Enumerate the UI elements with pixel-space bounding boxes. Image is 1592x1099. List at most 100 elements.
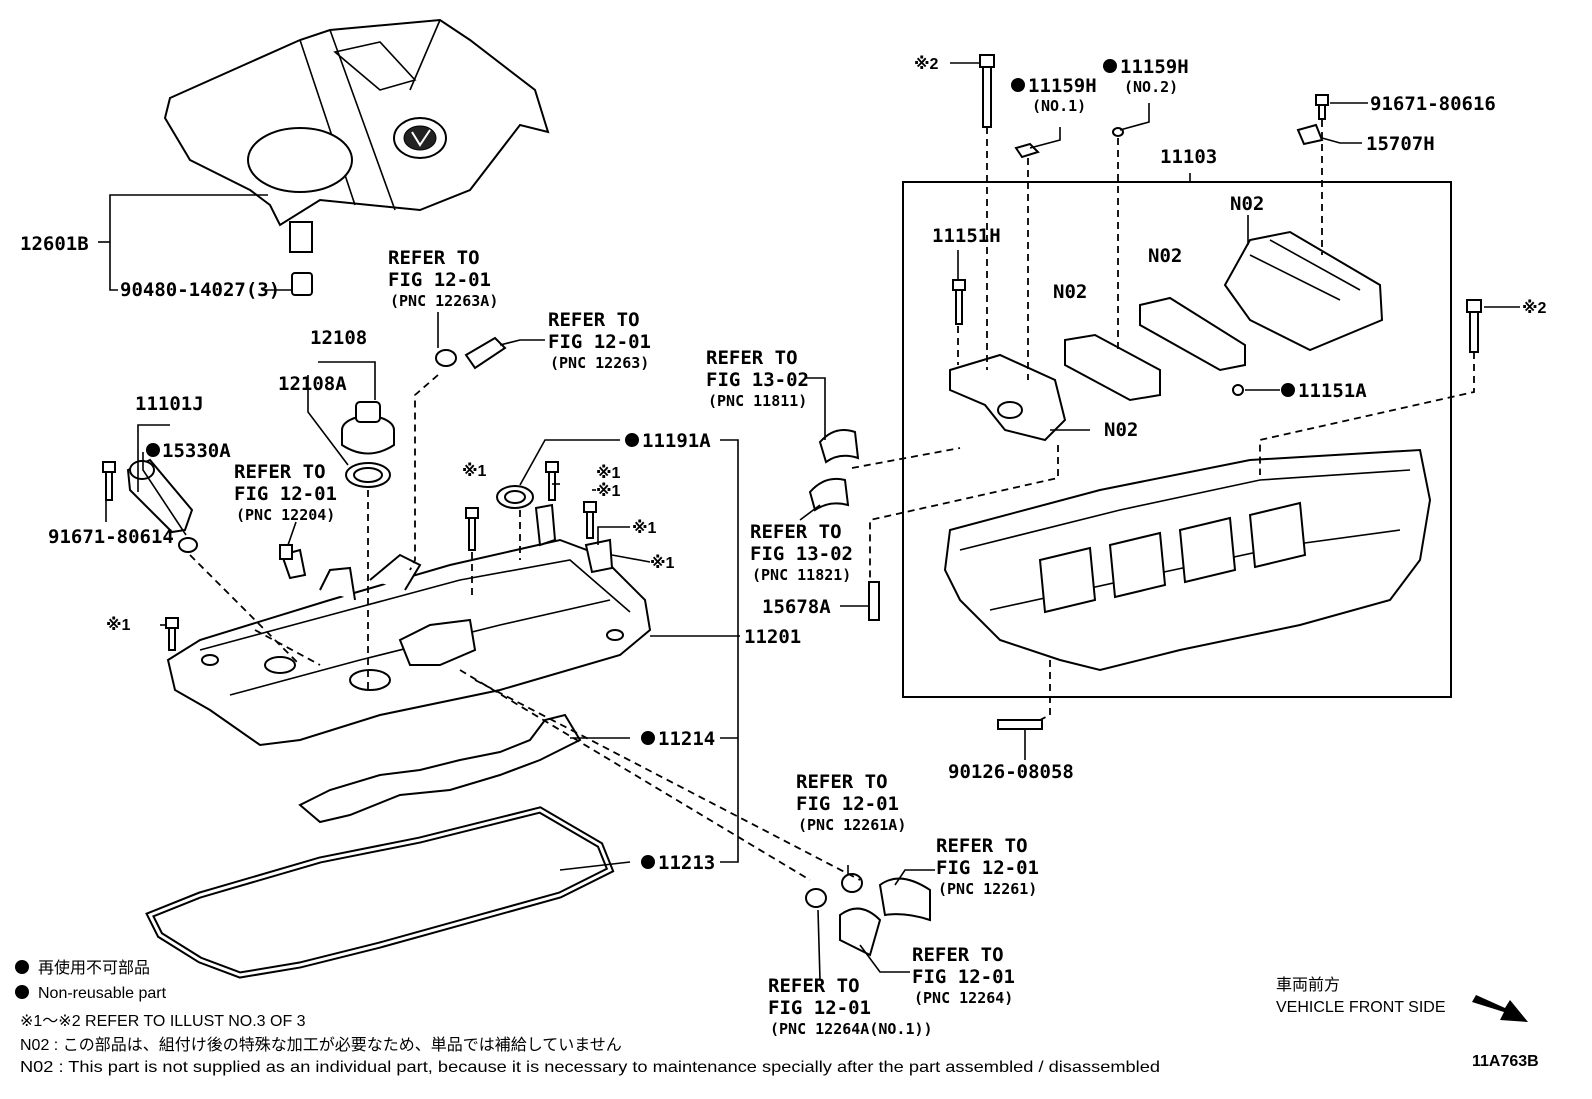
- front-en: VEHICLE FRONT SIDE: [1276, 999, 1446, 1016]
- svg-text:(PNC 12263A): (PNC 12263A): [390, 292, 498, 310]
- cam-bearing-cap-4[interactable]: [1223, 230, 1384, 352]
- head-cover-gasket-outer[interactable]: [145, 806, 615, 979]
- legend: 再使用不可部品 Non-reusable part ※1～※2 REFER TO…: [15, 959, 1160, 1076]
- svg-text:REFER TO: REFER TO: [750, 521, 842, 543]
- illustration-id: 11A763B: [1472, 1053, 1539, 1070]
- label-pin-b: 11159H: [1120, 56, 1189, 78]
- cam-bearing-cap-3[interactable]: [1139, 296, 1246, 372]
- svg-text:(PNC 12264): (PNC 12264): [914, 989, 1013, 1007]
- stud-bottom[interactable]: [997, 719, 1043, 730]
- head-cover-bolts[interactable]: [165, 461, 597, 651]
- label-bracket: 15707H: [1366, 133, 1435, 155]
- refer-11811: REFER TO FIG 13-02 (PNC 11811): [706, 347, 809, 410]
- label-pin-b-sub: (NO.2): [1124, 78, 1178, 96]
- long-bolt-right[interactable]: [1466, 299, 1482, 353]
- mark-1-f: ※1: [106, 616, 131, 634]
- mark-1-d: ※1: [632, 519, 657, 537]
- mark-2-b: ※2: [1522, 299, 1547, 317]
- cam-bearing-upper[interactable]: [818, 429, 860, 464]
- legend-nonreusable-jp: 再使用不可部品: [38, 959, 150, 977]
- svg-text:FIG 13-02: FIG 13-02: [706, 369, 809, 391]
- svg-text:REFER TO: REFER TO: [388, 247, 480, 269]
- mark-1-c: ※1: [596, 482, 621, 500]
- ocv-bolt[interactable]: [102, 461, 116, 501]
- vehicle-front-indicator: 車両前方 VEHICLE FRONT SIDE: [1276, 976, 1528, 1022]
- cylinder-head-cover[interactable]: [166, 538, 652, 747]
- oil-filler-cap[interactable]: [341, 401, 395, 455]
- label-cam-bearing: 11151H: [932, 225, 1001, 247]
- grommet[interactable]: [291, 272, 313, 296]
- cam-sensors[interactable]: [534, 503, 614, 574]
- cam-bolt[interactable]: [952, 279, 966, 325]
- label-oring: 15330A: [162, 440, 231, 462]
- refer-12261a: REFER TO FIG 12-01 (PNC 12261A): [796, 771, 906, 834]
- label-pin-a: 11159H: [1028, 75, 1097, 97]
- dowel-pin[interactable]: [1232, 384, 1244, 396]
- hose-clamp-top[interactable]: [435, 336, 507, 370]
- svg-text:FIG 12-01: FIG 12-01: [796, 793, 899, 815]
- svg-text:REFER TO: REFER TO: [796, 771, 888, 793]
- svg-text:FIG 12-01: FIG 12-01: [912, 966, 1015, 988]
- legend-n02-jp: N02 : この部品は、組付け後の特殊な加工が必要なため、単品では補給していませ…: [20, 1036, 622, 1054]
- cam-bearing-cap-1[interactable]: [949, 353, 1067, 442]
- label-gasket-outer: 11213: [658, 852, 715, 874]
- bolt-top-right[interactable]: [1315, 94, 1329, 120]
- label-n02-c: N02: [1053, 281, 1087, 303]
- hose-clamp-bottom[interactable]: [805, 873, 931, 957]
- assembly-dashed-lines: [189, 120, 1475, 881]
- svg-text:FIG 12-01: FIG 12-01: [768, 997, 871, 1019]
- refer-12264a: REFER TO FIG 12-01 (PNC 12264A(NO.1)): [768, 975, 933, 1038]
- oil-filler-cap-gasket[interactable]: [345, 462, 391, 488]
- spark-plug-tube-gasket-inner[interactable]: [298, 713, 582, 824]
- label-stud-bottom: 90126-08058: [948, 761, 1074, 783]
- sensor[interactable]: [279, 544, 307, 580]
- label-stud: 15678A: [762, 596, 831, 618]
- refer-12264: REFER TO FIG 12-01 (PNC 12264): [912, 944, 1015, 1007]
- o-ring[interactable]: [178, 537, 198, 553]
- label-grommet: 90480-14027(3): [120, 279, 280, 301]
- svg-text:(PNC 12204): (PNC 12204): [236, 506, 335, 524]
- mark-2-a: ※2: [914, 55, 939, 73]
- svg-text:REFER TO: REFER TO: [912, 944, 1004, 966]
- label-n02-a: N02: [1230, 193, 1264, 215]
- svg-text:REFER TO: REFER TO: [936, 835, 1028, 857]
- label-cap-gasket: 12108A: [278, 373, 347, 395]
- label-gasket-inner: 11214: [658, 728, 715, 750]
- label-plug-gasket: 11191A: [642, 430, 711, 452]
- refer-12261: REFER TO FIG 12-01 (PNC 12261): [936, 835, 1039, 898]
- refer-11821: REFER TO FIG 13-02 (PNC 11821): [750, 521, 853, 584]
- svg-text:(PNC 11821): (PNC 11821): [752, 566, 851, 584]
- leader-lines: [98, 62, 1520, 981]
- svg-text:REFER TO: REFER TO: [548, 309, 640, 331]
- label-n02-d: N02: [1104, 419, 1138, 441]
- long-bolt-top[interactable]: [979, 54, 995, 128]
- stud[interactable]: [868, 581, 880, 621]
- svg-text:REFER TO: REFER TO: [768, 975, 860, 997]
- svg-text:REFER TO: REFER TO: [706, 347, 798, 369]
- cam-bearing-cap-2[interactable]: [1064, 333, 1161, 402]
- legend-nonreusable-en: Non-reusable part: [38, 985, 167, 1002]
- refer-12204: REFER TO FIG 12-01 (PNC 12204): [234, 461, 337, 524]
- camshaft-housing[interactable]: [943, 448, 1432, 672]
- front-arrow-icon: [1472, 995, 1528, 1022]
- label-head-cover: 11201: [744, 626, 801, 648]
- svg-text:(PNC 12261A): (PNC 12261A): [798, 816, 906, 834]
- label-housing: 11103: [1160, 146, 1217, 168]
- svg-text:FIG 12-01: FIG 12-01: [234, 483, 337, 505]
- legend-n02-en: N02 : This part is not supplied as an in…: [20, 1059, 1160, 1076]
- part-labels: 12601B 90480-14027(3) 12108 12108A 11101…: [20, 55, 1547, 874]
- label-dowel: 11151A: [1298, 380, 1367, 402]
- mark-1-e: ※1: [650, 554, 675, 572]
- svg-text:(PNC 12263): (PNC 12263): [550, 354, 649, 372]
- cam-bearing-lower[interactable]: [808, 477, 850, 512]
- plug-tube-gasket[interactable]: [496, 485, 534, 509]
- svg-text:(PNC 11811): (PNC 11811): [708, 392, 807, 410]
- svg-text:(PNC 12261): (PNC 12261): [938, 880, 1037, 898]
- svg-text:FIG 13-02: FIG 13-02: [750, 543, 853, 565]
- label-cover: 12601B: [20, 233, 89, 255]
- refer-blocks: REFER TO FIG 12-01 (PNC 12263A) REFER TO…: [234, 247, 1039, 1038]
- label-cap: 12108: [310, 327, 367, 349]
- legend-refer-illust: ※1～※2 REFER TO ILLUST NO.3 OF 3: [20, 1013, 306, 1030]
- bracket[interactable]: [1296, 123, 1324, 146]
- engine-cover[interactable]: [163, 18, 550, 253]
